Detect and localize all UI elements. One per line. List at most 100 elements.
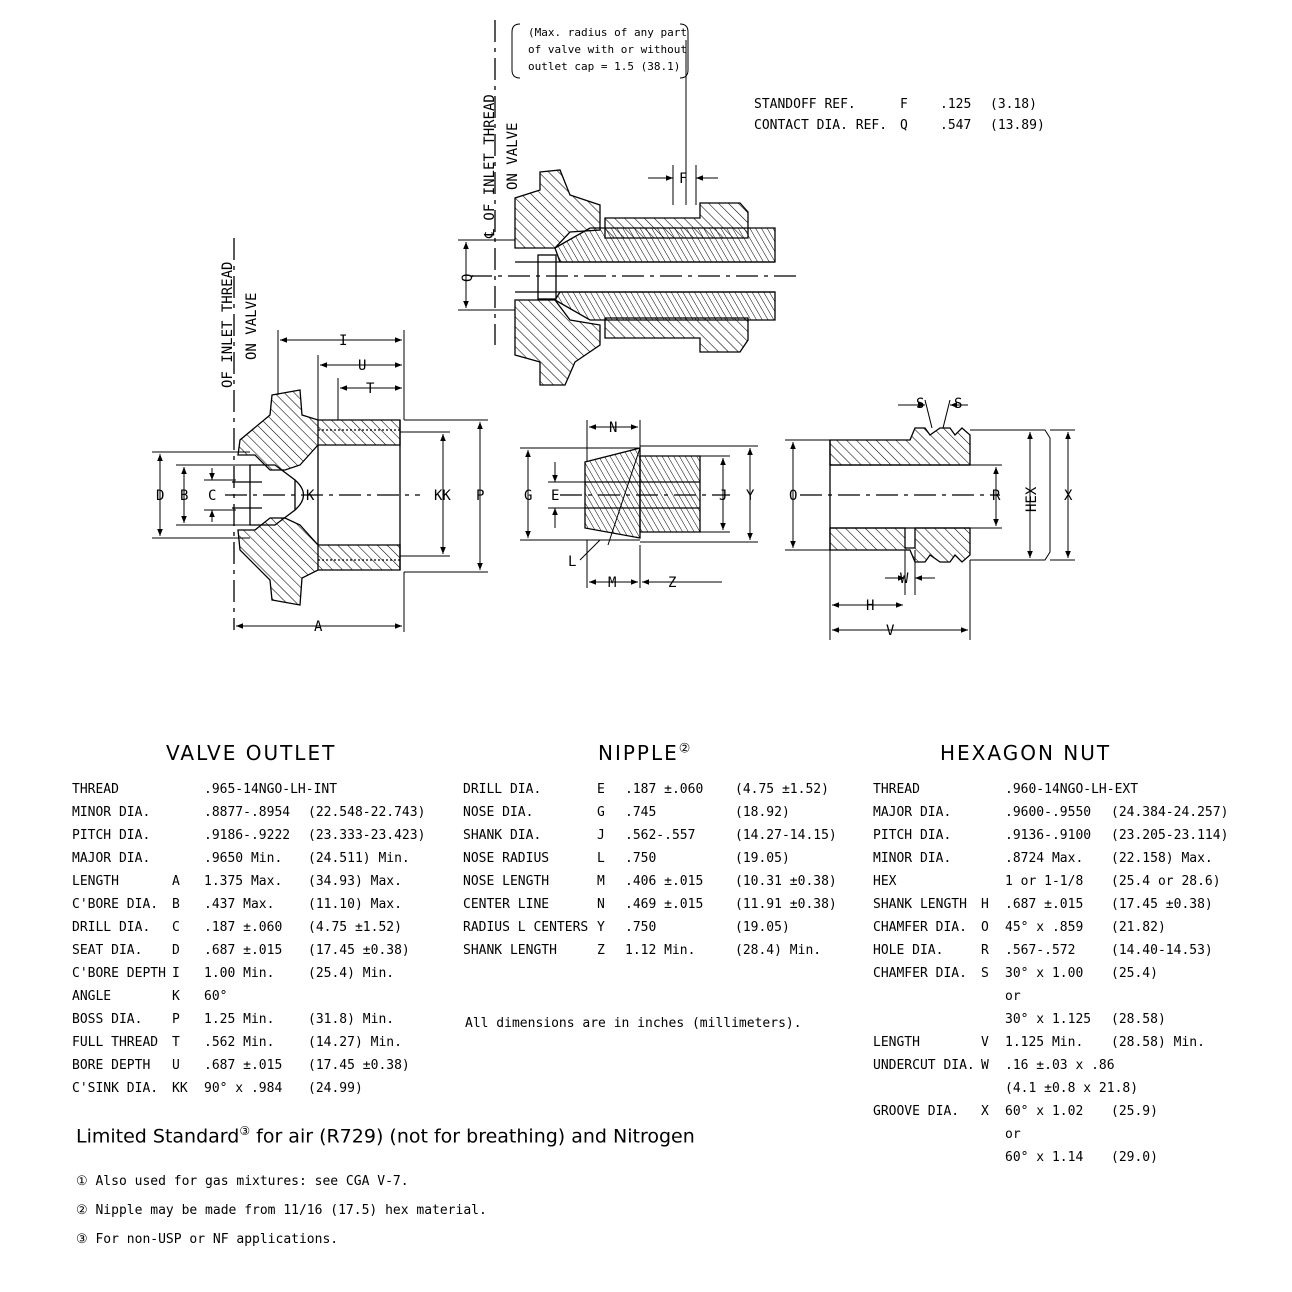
spec-name: SEAT DIA.: [72, 943, 143, 958]
spec-inches: 60°: [204, 989, 228, 1004]
spec-mm: (25.4): [1111, 966, 1158, 981]
dim-label-H: H: [866, 598, 874, 614]
spec-inches: .187 ±.060: [625, 782, 704, 797]
spec-mm: (4.75 ±1.52): [735, 782, 829, 797]
spec-code: I: [172, 966, 180, 981]
reference-dimensions: STANDOFF REF. F .125 (3.18) CONTACT DIA.…: [754, 94, 1084, 136]
spec-mm: (21.82): [1111, 920, 1166, 935]
dim-label-W: W: [900, 571, 909, 587]
spec-name: LENGTH: [873, 1035, 920, 1050]
inlet-thread-label-top: ℄ OF INLET THREAD: [482, 94, 498, 239]
valve-outlet-title: VALVE OUTLET: [166, 741, 337, 765]
spec-mm: (22.548-22.743): [308, 805, 426, 820]
table-row: MINOR DIA..8724 Max.(22.158) Max.: [873, 847, 1273, 870]
spec-inches: 1.00 Min.: [204, 966, 275, 981]
spec-code: C: [172, 920, 180, 935]
reference-name: CONTACT DIA. REF.: [754, 118, 888, 133]
spec-inches: or: [1005, 989, 1021, 1004]
spec-name: CENTER LINE: [463, 897, 550, 912]
table-row: PITCH DIA..9136-.9100(23.205-23.114): [873, 824, 1273, 847]
spec-inches: .687 ±.015: [204, 1058, 283, 1073]
spec-inches: .16 ±.03 x .86: [1005, 1058, 1115, 1073]
spec-name: FULL THREAD: [72, 1035, 159, 1050]
spec-name: THREAD: [873, 782, 920, 797]
spec-inches: .187 ±.060: [204, 920, 283, 935]
spec-name: GROOVE DIA.: [873, 1104, 960, 1119]
spec-inches: 1.375 Max.: [204, 874, 283, 889]
spec-mm: (24.384-24.257): [1111, 805, 1229, 820]
on-valve-label-top: ON VALVE: [505, 123, 521, 190]
spec-mm: (11.91 ±0.38): [735, 897, 837, 912]
spec-code: K: [172, 989, 180, 1004]
spec-code: G: [597, 805, 605, 820]
dim-label-Z: Z: [668, 575, 676, 591]
reference-mm: (3.18): [990, 97, 1037, 112]
on-valve-label-left: ON VALVE: [244, 293, 260, 360]
nipple-table: DRILL DIA.E.187 ±.060(4.75 ±1.52)NOSE DI…: [463, 778, 843, 962]
spec-code: Z: [597, 943, 605, 958]
spec-mm: (14.27-14.15): [735, 828, 837, 843]
spec-code: W: [981, 1058, 989, 1073]
spec-mm: (19.05): [735, 851, 790, 866]
spec-inches: .750: [625, 851, 657, 866]
dim-label-S-right: S: [954, 396, 962, 412]
table-row: DRILL DIA.C.187 ±.060(4.75 ±1.52): [72, 916, 452, 939]
nipple-view: [520, 420, 758, 588]
dim-label-X: X: [1064, 488, 1073, 504]
spec-inches: .9600-.9550: [1005, 805, 1092, 820]
dim-label-HEX: HEX: [1024, 486, 1040, 512]
spec-mm: (4.75 ±1.52): [308, 920, 402, 935]
table-row: or: [873, 985, 1273, 1008]
dimensions-note: All dimensions are in inches (millimeter…: [465, 1016, 802, 1031]
spec-name: CHAMFER DIA.: [873, 920, 967, 935]
spec-code: V: [981, 1035, 989, 1050]
table-row: 60° x 1.14(29.0): [873, 1146, 1273, 1169]
spec-name: PITCH DIA.: [72, 828, 151, 843]
spec-name: SHANK DIA.: [463, 828, 542, 843]
spec-inches: .567-.572: [1005, 943, 1076, 958]
spec-mm: (25.9): [1111, 1104, 1158, 1119]
spec-inches: .750: [625, 920, 657, 935]
spec-inches: .9136-.9100: [1005, 828, 1092, 843]
dim-label-Y: Y: [746, 488, 755, 504]
dim-label-S-left: S: [916, 396, 924, 412]
spec-name: HEX: [873, 874, 897, 889]
spec-name: MINOR DIA.: [873, 851, 952, 866]
spec-name: NOSE RADIUS: [463, 851, 550, 866]
table-row: 30° x 1.125(28.58): [873, 1008, 1273, 1031]
spec-inches: .469 ±.015: [625, 897, 704, 912]
spec-mm: (24.511) Min.: [308, 851, 410, 866]
spec-inches: 60° x 1.14: [1005, 1150, 1084, 1165]
caption-text-1: Limited Standard: [76, 1125, 240, 1148]
spec-inches: 45° x .859: [1005, 920, 1084, 935]
radius-note-line-2: of valve with or without: [528, 43, 687, 56]
spec-name: BOSS DIA.: [72, 1012, 143, 1027]
spec-mm: (14.40-14.53): [1111, 943, 1213, 958]
spec-inches: .745: [625, 805, 657, 820]
spec-inches: .9650 Min.: [204, 851, 283, 866]
dim-label-G: G: [524, 488, 532, 504]
spec-inches: 1.12 Min.: [625, 943, 696, 958]
footnote-2: ② Nipple may be made from 11/16 (17.5) h…: [76, 1203, 487, 1218]
dim-label-KK: KK: [434, 488, 451, 504]
limited-standard-caption: Limited Standard③ for air (R729) (not fo…: [76, 1124, 695, 1147]
dim-label-N: N: [609, 420, 617, 436]
spec-inches: .9186-.9222: [204, 828, 291, 843]
dim-label-L: L: [568, 554, 576, 570]
spec-inches: 90° x .984: [204, 1081, 283, 1096]
reference-code: F: [900, 97, 908, 112]
dim-label-I: I: [339, 333, 347, 349]
table-row: C'BORE DIA.B.437 Max.(11.10) Max.: [72, 893, 452, 916]
reference-row-standoff: STANDOFF REF. F .125 (3.18): [754, 94, 1084, 115]
dim-label-U: U: [358, 358, 366, 374]
